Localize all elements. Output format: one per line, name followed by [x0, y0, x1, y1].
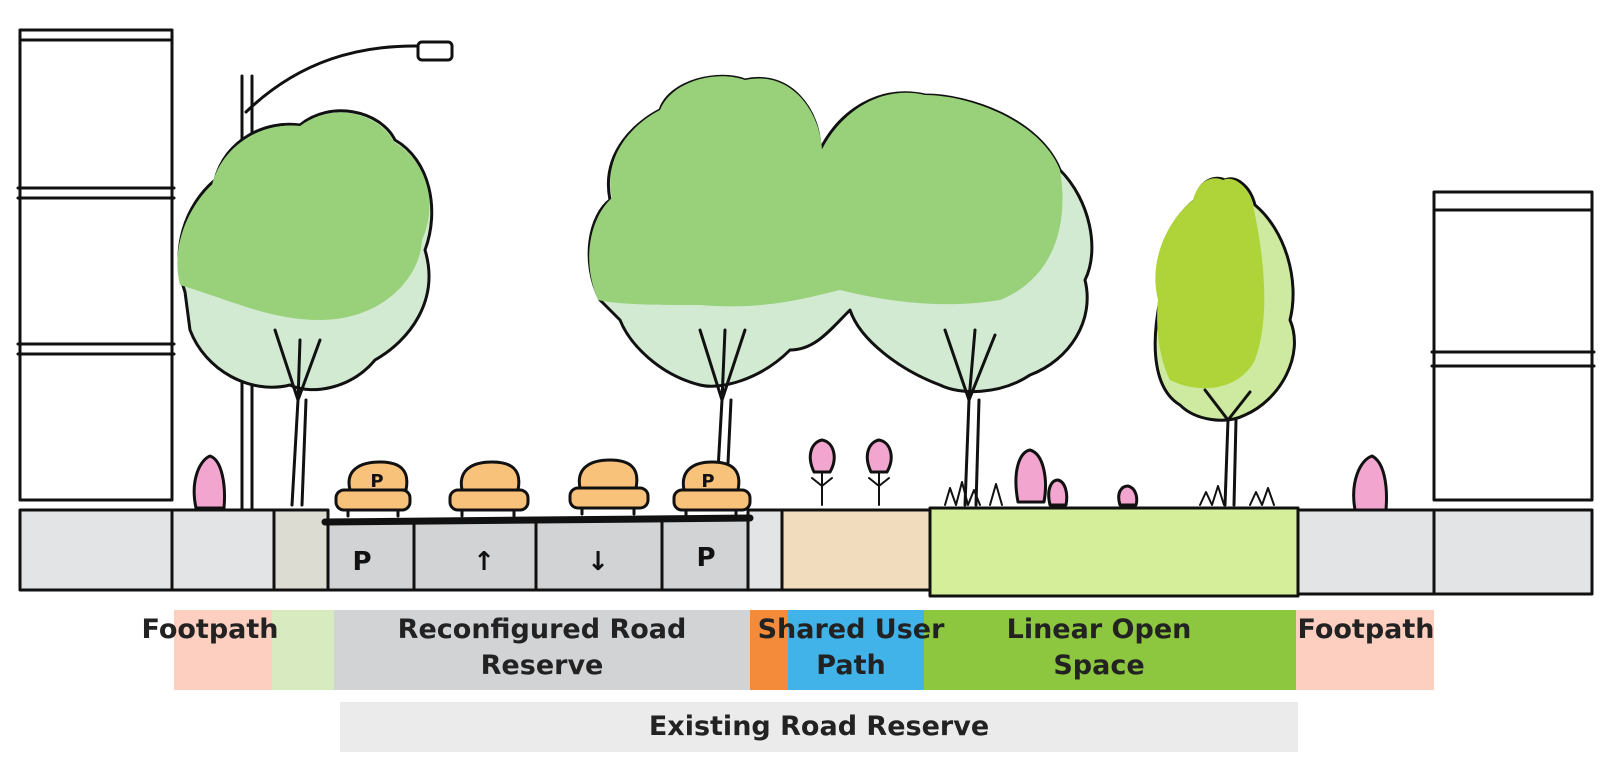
car-lane-up: [448, 460, 530, 518]
parked-car-4: [672, 460, 752, 518]
footpath-right-band: [1296, 610, 1434, 690]
tree-right: [1153, 176, 1296, 507]
left-building: [16, 28, 176, 502]
car-1-parking-sign: P: [370, 471, 383, 492]
footpath-right-label: Footpath: [1297, 614, 1435, 645]
reconfigured-road-reserve-label: Reconfigured Road Reserve: [397, 614, 687, 681]
footpath-left-label: Footpath: [141, 614, 279, 645]
car-4-parking-sign: P: [701, 471, 714, 492]
road-markings: P ↑ ↓ P P P: [352, 471, 715, 577]
car-lane-down: [568, 458, 650, 516]
parking-left-mark: P: [352, 547, 371, 577]
right-building: [1430, 190, 1596, 502]
parking-right-mark: P: [696, 543, 715, 573]
verge-band: [272, 610, 334, 690]
tree-center-double: [587, 74, 1094, 507]
existing-road-reserve-label: Existing Road Reserve: [648, 711, 990, 742]
parked-car-1: [334, 460, 412, 518]
linear-open-space-label: Linear Open Space: [1006, 614, 1192, 681]
shared-user-path-label: Shared User Path: [757, 614, 945, 681]
pink-shrubs: [192, 438, 1388, 512]
lane-up-arrow: ↑: [473, 547, 495, 577]
tree-left: [177, 109, 434, 507]
footpath-left-band: [174, 610, 272, 690]
reconfigured-road-reserve-band: [334, 610, 750, 690]
shared-user-path-band: [788, 610, 924, 690]
ground-strip: [18, 506, 1594, 598]
existing-road-reserve-band: [340, 702, 1298, 752]
linear-open-space-band: [924, 610, 1296, 690]
separator-band: [750, 610, 788, 690]
lane-down-arrow: ↓: [587, 547, 609, 577]
